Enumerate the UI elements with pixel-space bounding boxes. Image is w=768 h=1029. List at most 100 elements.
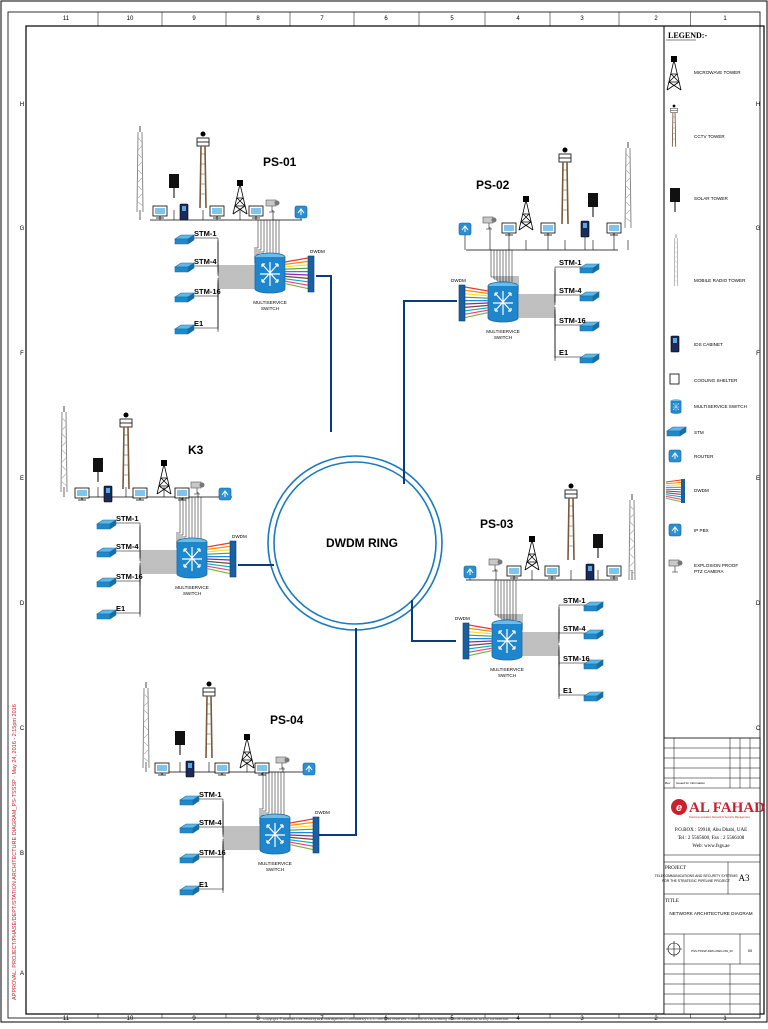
legend-label: STM [694, 430, 704, 435]
link-ps02-ring [404, 301, 457, 484]
trunk-links [238, 276, 457, 835]
stm-icon [584, 602, 603, 611]
solar-tower-icon [169, 174, 179, 198]
border-column-label: 10 [127, 1016, 134, 1022]
border-row-label: A [20, 971, 24, 977]
site-ps03: STM-1STM-4STM-16E1MULTISERVICESWITCHDWDM… [455, 484, 635, 702]
switch-label-line1: MULTISERVICE [486, 329, 520, 334]
label-e1: E1 [559, 348, 568, 357]
border-column-label: 9 [192, 1016, 196, 1022]
border-row-label: H [20, 102, 24, 108]
stm-icon [97, 610, 116, 619]
stm-icon [97, 578, 116, 587]
monitor-icon [133, 488, 147, 500]
border-row-label: E [756, 476, 760, 482]
stm-icon [180, 796, 199, 805]
site-title: PS-02 [476, 178, 510, 192]
monitor-icon [502, 223, 516, 235]
stm-icon [580, 354, 599, 363]
dwdm-label: DWDM [455, 616, 470, 621]
border-row-label: G [756, 226, 761, 232]
border-column-label: 4 [516, 1016, 520, 1022]
multiservice-switch-icon [488, 282, 518, 322]
multiservice-switch-icon [177, 538, 207, 578]
switch-label-line2: SWITCH [266, 867, 284, 872]
dwdm-icon [313, 817, 319, 853]
border-row-label: C [20, 726, 25, 732]
monitor-icon [255, 763, 269, 775]
solar-tower-icon [175, 731, 185, 755]
site-ps04: STM-1STM-4STM-16E1MULTISERVICESWITCHDWDM… [143, 682, 330, 896]
label-stm1: STM-1 [194, 229, 217, 238]
legend-label: MOBILE RADIO TOWER [694, 278, 746, 283]
cctv-tower-icon [671, 105, 678, 147]
link-ps03-ring [412, 600, 456, 641]
legend-label: IP PBX [694, 528, 709, 533]
label-stm1: STM-1 [563, 596, 586, 605]
site-title: PS-04 [270, 713, 304, 727]
ptz-camera-icon [669, 560, 683, 572]
cctv-tower-icon [203, 682, 215, 759]
switch-label-line2: SWITCH [498, 673, 516, 678]
company-address: P.O.BOX : 59918, Abu Dhabi, UAE [675, 828, 747, 833]
project-line-2: FOR THE STRATEGIC PIPELINE PROJECT [662, 879, 730, 883]
monitor-icon [153, 206, 167, 218]
solar-tower-icon [588, 193, 598, 217]
stm-icon [584, 630, 603, 639]
solar-tower-icon [670, 188, 680, 212]
dwdm-icon [666, 479, 685, 503]
switch-label-line1: MULTISERVICE [490, 667, 524, 672]
label-e1: E1 [194, 319, 203, 328]
copyright-notice: Copyright © Alfahad Cell Security And Ma… [263, 1017, 509, 1021]
border-column-label: 7 [320, 16, 324, 22]
microwave-tower-icon [157, 460, 171, 494]
cooling-shelter-icon [670, 374, 679, 384]
border-row-label: D [20, 601, 25, 607]
mobile-radio-tower-icon [61, 406, 67, 492]
border-row-label: E [20, 476, 24, 482]
mobile-radio-tower-icon [625, 142, 631, 228]
solar-tower-icon [93, 458, 103, 482]
stm-icon [667, 427, 686, 436]
legend-label: MULTISERVICE SWITCH [694, 404, 747, 409]
multiservice-switch-icon [260, 814, 290, 854]
microwave-tower-icon [233, 180, 247, 214]
link-ps04-ring [318, 628, 356, 835]
switch-label-line1: MULTISERVICE [253, 300, 287, 305]
monitor-icon [175, 488, 189, 500]
microwave-tower-icon [519, 196, 533, 230]
monitor-icon [75, 488, 89, 500]
legend-label: SOLAR TOWER [694, 196, 728, 201]
mobile-radio-tower-icon [674, 234, 678, 286]
border-row-label: G [20, 226, 25, 232]
switch-label-line2: SWITCH [494, 335, 512, 340]
border-row-label: C [756, 726, 761, 732]
company-name: AL FAHAD [689, 800, 765, 816]
multiservice-switch-icon [492, 620, 522, 660]
label-stm4: STM-4 [116, 542, 139, 551]
project-label: PROJECT [665, 866, 686, 871]
site-title: PS-03 [480, 517, 514, 531]
ring-label: DWDM RING [326, 536, 398, 550]
mobile-radio-tower-icon [629, 494, 635, 580]
border-column-label: 8 [256, 16, 260, 22]
stm-icon [175, 235, 194, 244]
border-column-label: 5 [450, 16, 454, 22]
border-column-label: 9 [192, 16, 196, 22]
stm-icon [97, 520, 116, 529]
label-stm4: STM-4 [194, 257, 217, 266]
switch-label-line1: MULTISERVICE [258, 861, 292, 866]
label-stm1: STM-1 [199, 790, 222, 799]
site-title: PS-01 [263, 155, 297, 169]
sheet-size: A3 [739, 873, 750, 883]
stm-icon [180, 854, 199, 863]
label-stm1: STM-1 [116, 514, 139, 523]
site-k3: STM-1STM-4STM-16E1MULTISERVICESWITCHDWDM… [61, 406, 247, 619]
border-column-label: 11 [63, 16, 70, 22]
border-column-label: 2 [654, 16, 658, 22]
site-ps01: STM-1STM-4STM-16E1MULTISERVICESWITCHDWDM… [137, 126, 325, 334]
dwdm-label: DWDM [315, 810, 330, 815]
revision-number: 00 [748, 948, 753, 953]
ids-cabinet-icon [671, 336, 679, 352]
monitor-icon [541, 223, 555, 235]
